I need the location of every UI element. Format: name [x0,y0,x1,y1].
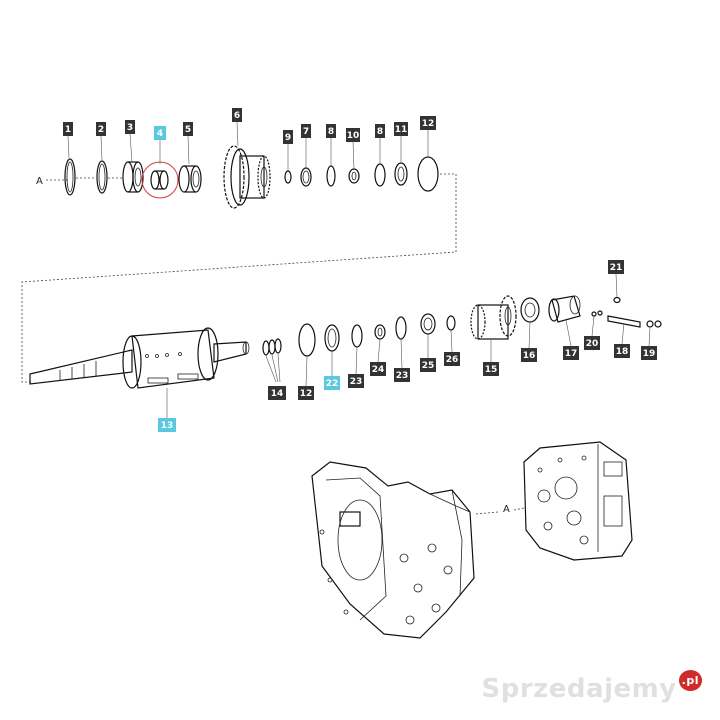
part-19-ring [646,320,654,328]
callout-2: 2 [96,122,106,161]
part-1-ring [64,158,76,196]
row-upper-parts: A [21,145,457,383]
svg-text:6: 6 [234,111,240,121]
callout-22: 22 [324,351,340,390]
svg-text:13: 13 [161,421,174,431]
svg-text:7: 7 [303,127,309,137]
callout-3: 3 [125,120,135,163]
svg-text:5: 5 [185,125,191,135]
svg-text:15: 15 [485,365,498,375]
callout-7: 7 [301,124,311,168]
callout-23-a: 23 [348,346,364,388]
svg-text:3: 3 [127,123,133,133]
svg-text:4: 4 [157,129,163,139]
svg-text:19: 19 [643,349,656,359]
callout-10: 10 [346,128,360,170]
callout-14: 14 [268,386,286,400]
svg-text:10: 10 [347,131,360,141]
svg-text:22: 22 [326,379,339,389]
part-18-pin [607,315,641,328]
svg-text:11: 11 [395,125,408,135]
svg-text:8: 8 [328,127,334,137]
svg-text:23: 23 [350,377,363,387]
watermark-logo: Sprzedajemy.pl [481,670,702,704]
part-6-gear [223,145,271,209]
callout-12-a: 12 [420,116,436,157]
svg-text:16: 16 [523,351,536,361]
svg-text:12: 12 [422,119,435,129]
svg-text:18: 18 [616,347,629,357]
svg-text:2: 2 [98,125,104,135]
svg-text:25: 25 [422,361,435,371]
callout-21: 21 [608,260,624,298]
callout-12-b: 12 [298,355,314,400]
part-4-bushing [150,170,169,190]
callout-15: 15 [483,339,499,376]
callout-18: 18 [614,322,630,358]
part-23-ring-b [395,316,407,340]
svg-text:23: 23 [396,371,409,381]
part-15-gear [470,295,517,340]
callout-labels: 1 2 3 4 5 6 9 7 8 10 8 11 12 21 13 14 12… [63,108,657,432]
callout-11: 11 [394,122,408,163]
part-11-ring [394,162,408,186]
svg-text:14: 14 [271,389,284,399]
callout-17: 17 [563,319,579,360]
svg-text:12: 12 [300,389,313,399]
callout-4: 4 [154,126,166,164]
part-12-ring-lower [298,323,316,357]
part-14-seal-rings [262,338,282,383]
part-9-ring [284,170,292,184]
svg-text:21: 21 [610,263,623,273]
svg-text:20: 20 [586,339,599,349]
part-20-ball [591,311,597,317]
part-25-bearing [420,313,436,335]
row-lower-parts [29,295,662,389]
part-23-ring-a [351,324,363,348]
callout-19: 19 [641,326,657,360]
svg-text:8: 8 [377,127,383,137]
callout-16: 16 [521,321,537,362]
callout-9: 9 [283,130,293,170]
part-2-ring [96,160,108,194]
part-21-plug [613,296,621,304]
svg-text:24: 24 [372,365,385,375]
part-12-ring-upper [417,156,439,192]
callout-5: 5 [183,122,193,165]
svg-text:9: 9 [285,133,291,143]
part-8-ring-b [374,163,386,187]
callout-20: 20 [584,315,600,350]
svg-text:26: 26 [446,355,459,365]
row-marker-a: A [36,176,43,187]
watermark-text: Sprzedajemy [481,674,677,704]
part-8-ring-a [326,165,336,187]
part-3-bearing [122,161,144,193]
housing-marker-a: A [503,504,510,515]
callout-13: 13 [158,388,176,432]
callout-24: 24 [370,338,386,376]
part-16-bearing [520,297,540,323]
svg-text:1: 1 [65,125,71,135]
part-10-bushing [348,168,360,184]
part-24-bushing [374,324,386,340]
part-13-shaft-drum [29,327,250,389]
part-17-carrier [548,295,581,323]
part-26-ring [446,315,456,331]
callout-25: 25 [420,334,436,372]
svg-text:17: 17 [565,349,578,359]
callout-8-b: 8 [375,124,385,164]
watermark-suffix: .pl [678,670,702,691]
callout-23-b: 23 [394,338,410,382]
callout-26: 26 [444,329,460,366]
callout-1: 1 [63,122,73,159]
transmission-housing: A [311,441,633,639]
part-5-bearing [178,165,202,193]
callout-8-a: 8 [326,124,336,166]
callout-6: 6 [232,108,242,147]
